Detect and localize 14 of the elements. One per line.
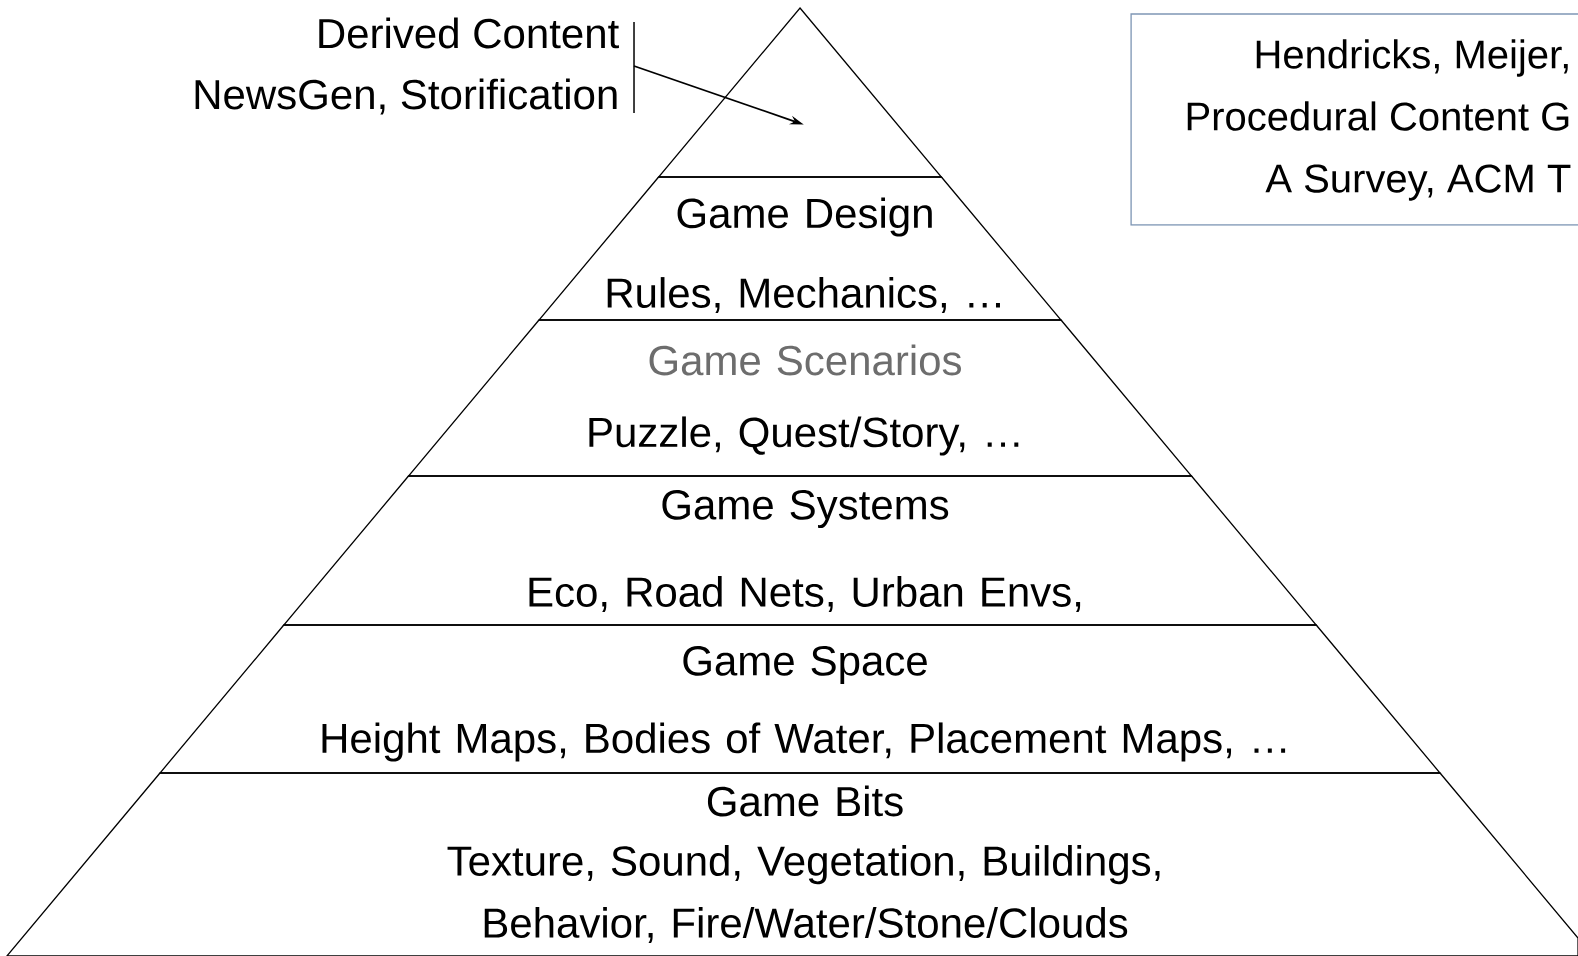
band-title: Game Systems: [662, 490, 949, 529]
band-text: Rules, Mechanics, …: [607, 277, 1000, 313]
band-title: Game Design: [677, 197, 932, 237]
band-text: Eco, Road Nets, Urban Envs,: [529, 576, 1081, 612]
band-text: Puzzle, Quest/Story, …: [589, 416, 1019, 456]
pyramid-band: [657, 7, 943, 178]
reference-box: Hendricks, Meijer, Procedural Content G A Survey, ACM T: [1130, 13, 1578, 226]
band-title: Game Space: [683, 646, 927, 685]
callout-text: NewsGen, Storification: [195, 78, 617, 115]
callout-text: Derived Content: [319, 17, 619, 49]
band-title: Game Scenarios: [649, 344, 961, 376]
band-text: Height Maps, Bodies of Water, Placement Maps, …: [322, 722, 1286, 762]
band-text: Texture, Sound, Vegetation, Buildings, Behavior, Fire/Water/Stone/Clouds: [447, 845, 1160, 943]
band-title: Game Bits: [707, 785, 903, 817]
